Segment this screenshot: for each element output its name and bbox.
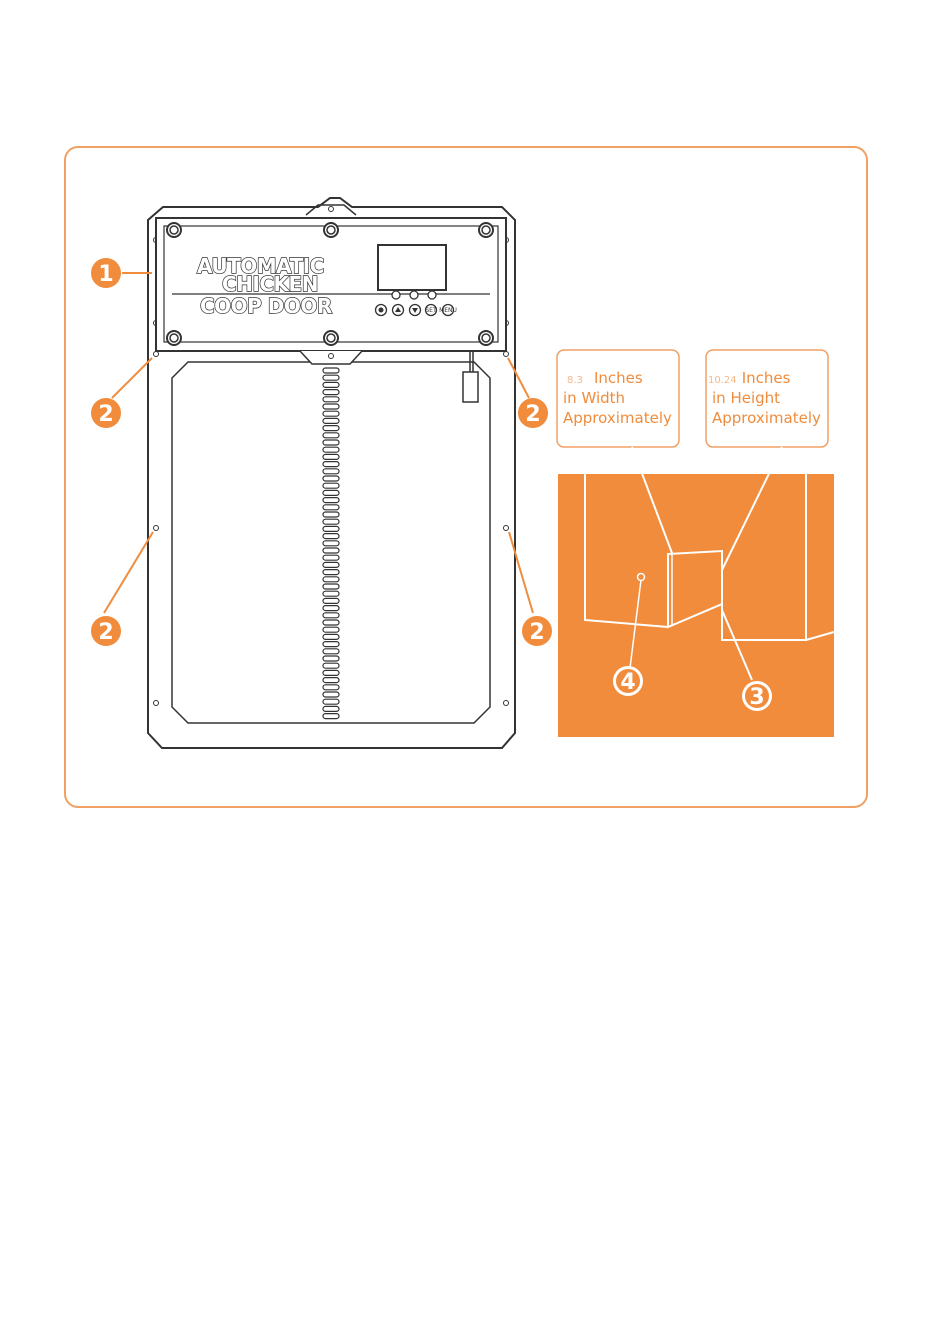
chain-link xyxy=(323,404,339,409)
callout-2-number: 2 xyxy=(98,402,113,427)
chain-link xyxy=(323,678,339,683)
chain-link xyxy=(323,562,339,567)
chain-link xyxy=(323,368,339,373)
chain-link xyxy=(323,505,339,510)
chain-link xyxy=(323,447,339,452)
width-unit: Inches xyxy=(594,369,643,387)
menu-button-label: MENU xyxy=(439,307,457,314)
chain-link xyxy=(323,555,339,560)
chain-link xyxy=(323,570,339,575)
coop-wall-detail xyxy=(558,447,834,737)
height-note-line3: Approximately xyxy=(712,409,821,427)
device-title-line3: COOP DOOR xyxy=(200,294,332,318)
power-button[interactable] xyxy=(376,305,387,316)
chain-link xyxy=(323,426,339,431)
chain-link xyxy=(323,706,339,711)
callout-2-number: 2 xyxy=(98,620,113,645)
chain-link xyxy=(323,433,339,438)
chain-link xyxy=(323,613,339,618)
height-value: 10.24 xyxy=(708,375,737,386)
chain-link xyxy=(323,714,339,719)
chain-link xyxy=(323,519,339,524)
chain-link xyxy=(323,606,339,611)
chain-link xyxy=(323,656,339,661)
chain-link xyxy=(323,634,339,639)
width-note: 8.3 Inches in Width Approximately xyxy=(557,350,679,447)
chain-link xyxy=(323,498,339,503)
callout-2-bottom-right: 2 xyxy=(522,616,552,646)
chain-link xyxy=(323,440,339,445)
callout-2-bottom-left: 2 xyxy=(91,616,121,646)
chain-link xyxy=(323,577,339,582)
chain-rack xyxy=(323,368,339,719)
chain-link xyxy=(323,397,339,402)
chain-link xyxy=(323,534,339,539)
chain-link xyxy=(323,584,339,589)
chain-link xyxy=(323,411,339,416)
indicator-dots xyxy=(392,291,436,299)
width-note-line2: in Width xyxy=(563,389,625,407)
chain-link xyxy=(323,454,339,459)
chain-link xyxy=(323,382,339,387)
chain-link xyxy=(323,490,339,495)
callout-2-top-right: 2 xyxy=(518,398,548,428)
width-note-line3: Approximately xyxy=(563,409,672,427)
callout-4: 4 xyxy=(613,666,643,696)
chain-link xyxy=(323,462,339,467)
chain-link xyxy=(323,598,339,603)
callout-1-number: 1 xyxy=(98,262,113,287)
callout-2-number: 2 xyxy=(525,402,540,427)
chain-link xyxy=(323,649,339,654)
callout-1: 1 xyxy=(91,258,121,288)
height-unit: Inches xyxy=(742,369,791,387)
chain-link xyxy=(323,526,339,531)
chain-link xyxy=(323,685,339,690)
chain-link xyxy=(323,699,339,704)
set-button-label: SET xyxy=(425,307,437,314)
menu-button[interactable]: MENU xyxy=(439,305,457,316)
lcd-screen xyxy=(378,245,446,290)
chain-link xyxy=(323,663,339,668)
callout-3-number: 3 xyxy=(749,685,764,710)
callout-2-top-left: 2 xyxy=(91,398,121,428)
down-button[interactable] xyxy=(410,305,421,316)
chain-link xyxy=(323,541,339,546)
height-note-line2: in Height xyxy=(712,389,780,407)
callout-2-number: 2 xyxy=(529,620,544,645)
chain-link xyxy=(323,627,339,632)
chain-link xyxy=(323,692,339,697)
chain-link xyxy=(323,483,339,488)
chain-link xyxy=(323,670,339,675)
chain-link xyxy=(323,375,339,380)
chain-link xyxy=(323,469,339,474)
chain-link xyxy=(323,512,339,517)
width-value: 8.3 xyxy=(567,375,583,386)
chain-link xyxy=(323,548,339,553)
chain-link xyxy=(323,591,339,596)
callout-4-number: 4 xyxy=(620,670,635,695)
set-button[interactable]: SET xyxy=(425,305,437,316)
callout-3: 3 xyxy=(742,681,772,711)
chain-link xyxy=(323,390,339,395)
chain-link xyxy=(323,642,339,647)
chain-link xyxy=(323,418,339,423)
chain-link xyxy=(323,620,339,625)
up-button[interactable] xyxy=(393,305,404,316)
device-title-line2: CHICKEN xyxy=(222,272,318,296)
height-note: 10.24 Inches in Height Approximately xyxy=(706,350,828,447)
chain-link xyxy=(323,476,339,481)
